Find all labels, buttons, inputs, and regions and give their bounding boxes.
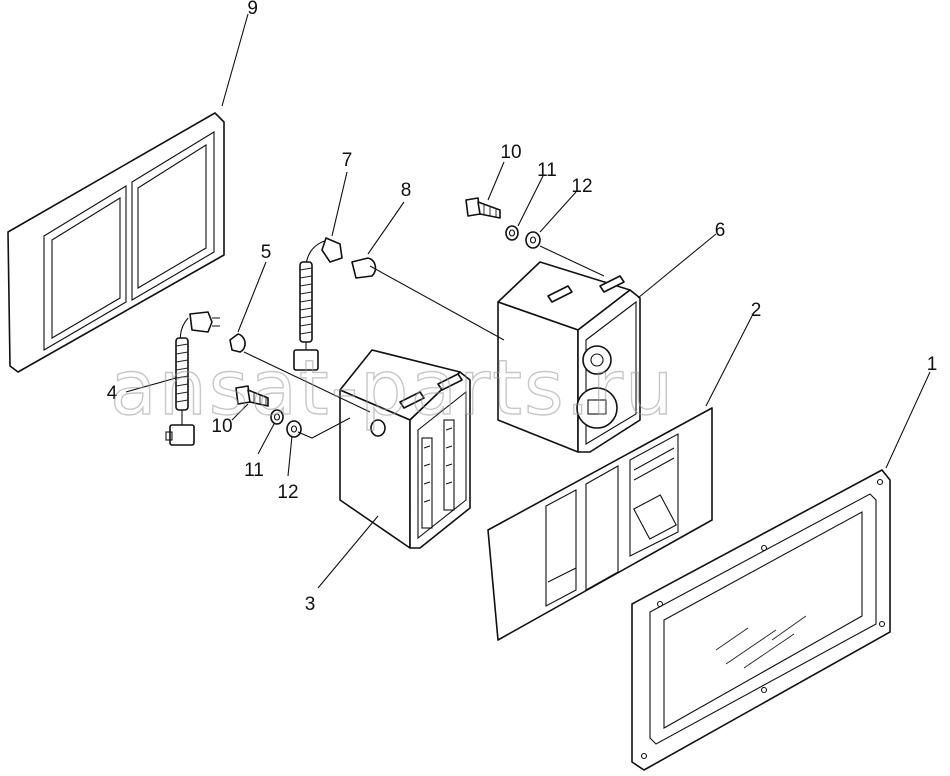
part-8-bulb (351, 257, 377, 279)
callout-10-upper: 10 (500, 142, 521, 163)
part-4-harness (165, 311, 220, 446)
callout-12-upper: 12 (571, 176, 592, 197)
callout-11-lower: 11 (244, 460, 264, 481)
part-3-module (339, 349, 471, 549)
callout-5: 5 (261, 242, 272, 263)
callout-10-lower: 10 (211, 416, 232, 437)
callout-11-upper: 11 (537, 160, 557, 181)
part-7-harness (293, 237, 343, 371)
part-2-panel-plate (487, 407, 713, 641)
callout-8: 8 (401, 180, 412, 201)
part-6-module (497, 261, 641, 453)
callout-2: 2 (751, 300, 762, 321)
callout-7: 7 (342, 150, 353, 171)
part-5-bulb (229, 333, 246, 353)
watermark-text: ansat-parts.ru (110, 343, 675, 432)
fastener-set-upper (465, 197, 541, 249)
callout-labels: 9 7 8 5 4 10 11 12 6 2 1 10 11 12 3 (107, 0, 938, 615)
part-1-window-bezel (631, 469, 891, 771)
part-9-gasket-plate (7, 112, 225, 373)
callout-3: 3 (305, 594, 316, 615)
leader-lines (125, 13, 931, 589)
callout-9: 9 (247, 0, 258, 19)
callout-4: 4 (107, 383, 118, 404)
fastener-set-lower (235, 385, 302, 438)
callout-6: 6 (715, 220, 726, 241)
callout-12-lower: 12 (277, 482, 298, 503)
callout-1: 1 (927, 354, 938, 375)
